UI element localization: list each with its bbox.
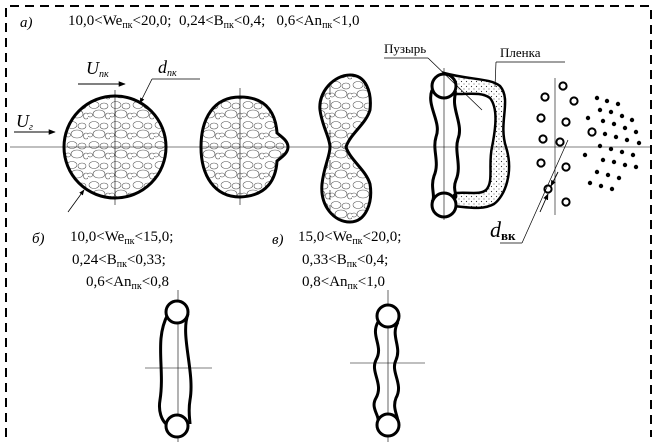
- cond-we-end: <20,0;: [132, 13, 172, 29]
- u-pk-symbol: U: [86, 58, 99, 78]
- sphere-droplet: [62, 90, 168, 205]
- cond-an-end: <1,0: [332, 13, 360, 29]
- cond-an: 0,6<An: [276, 13, 323, 29]
- panel-c-letter: в): [272, 232, 284, 248]
- panel-b-we-end: <15,0;: [134, 229, 174, 245]
- panel-b-b-end: <0,33;: [126, 252, 166, 268]
- panel-c-line2: 0,33<Bпк<0,4;: [302, 253, 388, 270]
- u-g-sub: г: [29, 122, 33, 133]
- panel-c-we-sub: пк: [352, 236, 363, 247]
- d-pk-symbol: d: [158, 57, 167, 77]
- panel-c-b-end: <0,4;: [356, 252, 389, 268]
- bubble-label: Пузырь: [384, 41, 427, 56]
- d-vk-arrow-1: [539, 193, 549, 213]
- panel-b-letter: б): [32, 231, 45, 247]
- panel-b-an: 0,6<An: [86, 274, 132, 290]
- panel-c-line3: 0,8<Anпк<1,0: [302, 275, 385, 292]
- panel-b-line2: 0,24<Bпк<0,33;: [72, 253, 166, 270]
- panel-c-an-end: <1,0: [357, 274, 385, 290]
- torus-section-b: [145, 290, 212, 442]
- bubble-pointer: [427, 57, 483, 111]
- panel-b-b: 0,24<B: [72, 252, 117, 268]
- panel-b-we: 10,0<We: [70, 229, 125, 245]
- panel-c-an: 0,8<An: [302, 274, 348, 290]
- panel-b-line3: 0,6<Anпк<0,8: [86, 275, 169, 292]
- fragments: [536, 78, 642, 215]
- d-pk-label: dпк: [158, 58, 177, 79]
- deformed-droplet: [199, 88, 290, 205]
- panel-c-b: 0,33<B: [302, 252, 347, 268]
- d-vk-sub: вк: [501, 228, 516, 243]
- cond-an-sub: пк: [322, 20, 333, 31]
- cond-we: 10,0<We: [68, 13, 123, 29]
- panel-b-an-end: <0,8: [141, 274, 169, 290]
- cond-b-end: <0,4;: [233, 13, 266, 29]
- panel-c-an-sub: пк: [347, 281, 358, 292]
- panel-b-an-sub: пк: [131, 281, 142, 292]
- d-vk-label: dвк: [490, 217, 516, 243]
- panel-b-b-sub: пк: [116, 259, 127, 270]
- d-pk-sub: пк: [167, 68, 177, 79]
- panel-c-b-sub: пк: [346, 259, 357, 270]
- u-pk-sub: пк: [99, 69, 109, 80]
- torus-section-c: [350, 290, 425, 442]
- d-pk-arrow-top: [139, 78, 153, 104]
- u-g-symbol: U: [16, 111, 29, 131]
- panel-b-line1: 10,0<Weпк<15,0;: [70, 230, 173, 247]
- u-g-label: Uг: [16, 112, 33, 133]
- panel-b-we-sub: пк: [124, 236, 135, 247]
- bubble-film: [429, 68, 511, 220]
- panel-c-line1: 15,0<Weпк<20,0;: [298, 230, 401, 247]
- d-vk-line: [521, 139, 569, 244]
- cond-b-sub: пк: [223, 20, 234, 31]
- d-vk-arrow-2: [550, 171, 559, 187]
- film-pointer: [494, 61, 497, 88]
- bag-droplet: [318, 73, 373, 224]
- film-label: Пленка: [500, 45, 541, 60]
- cond-we-sub: пк: [122, 20, 133, 31]
- u-pk-label: Uпк: [86, 59, 109, 80]
- panel-c-we: 15,0<We: [298, 229, 353, 245]
- cond-b: 0,24<B: [178, 13, 224, 29]
- panel-a-conditions: 10,0<Weпк<20,0; 0,24<Bпк<0,4; 0,6<Anпк<1…: [68, 14, 360, 31]
- panel-a-letter: а): [20, 15, 33, 31]
- d-pk-arrow-bottom: [67, 189, 85, 213]
- dashed-frame: [5, 5, 652, 437]
- panel-c-we-end: <20,0;: [362, 229, 402, 245]
- d-vk-symbol: d: [490, 217, 501, 242]
